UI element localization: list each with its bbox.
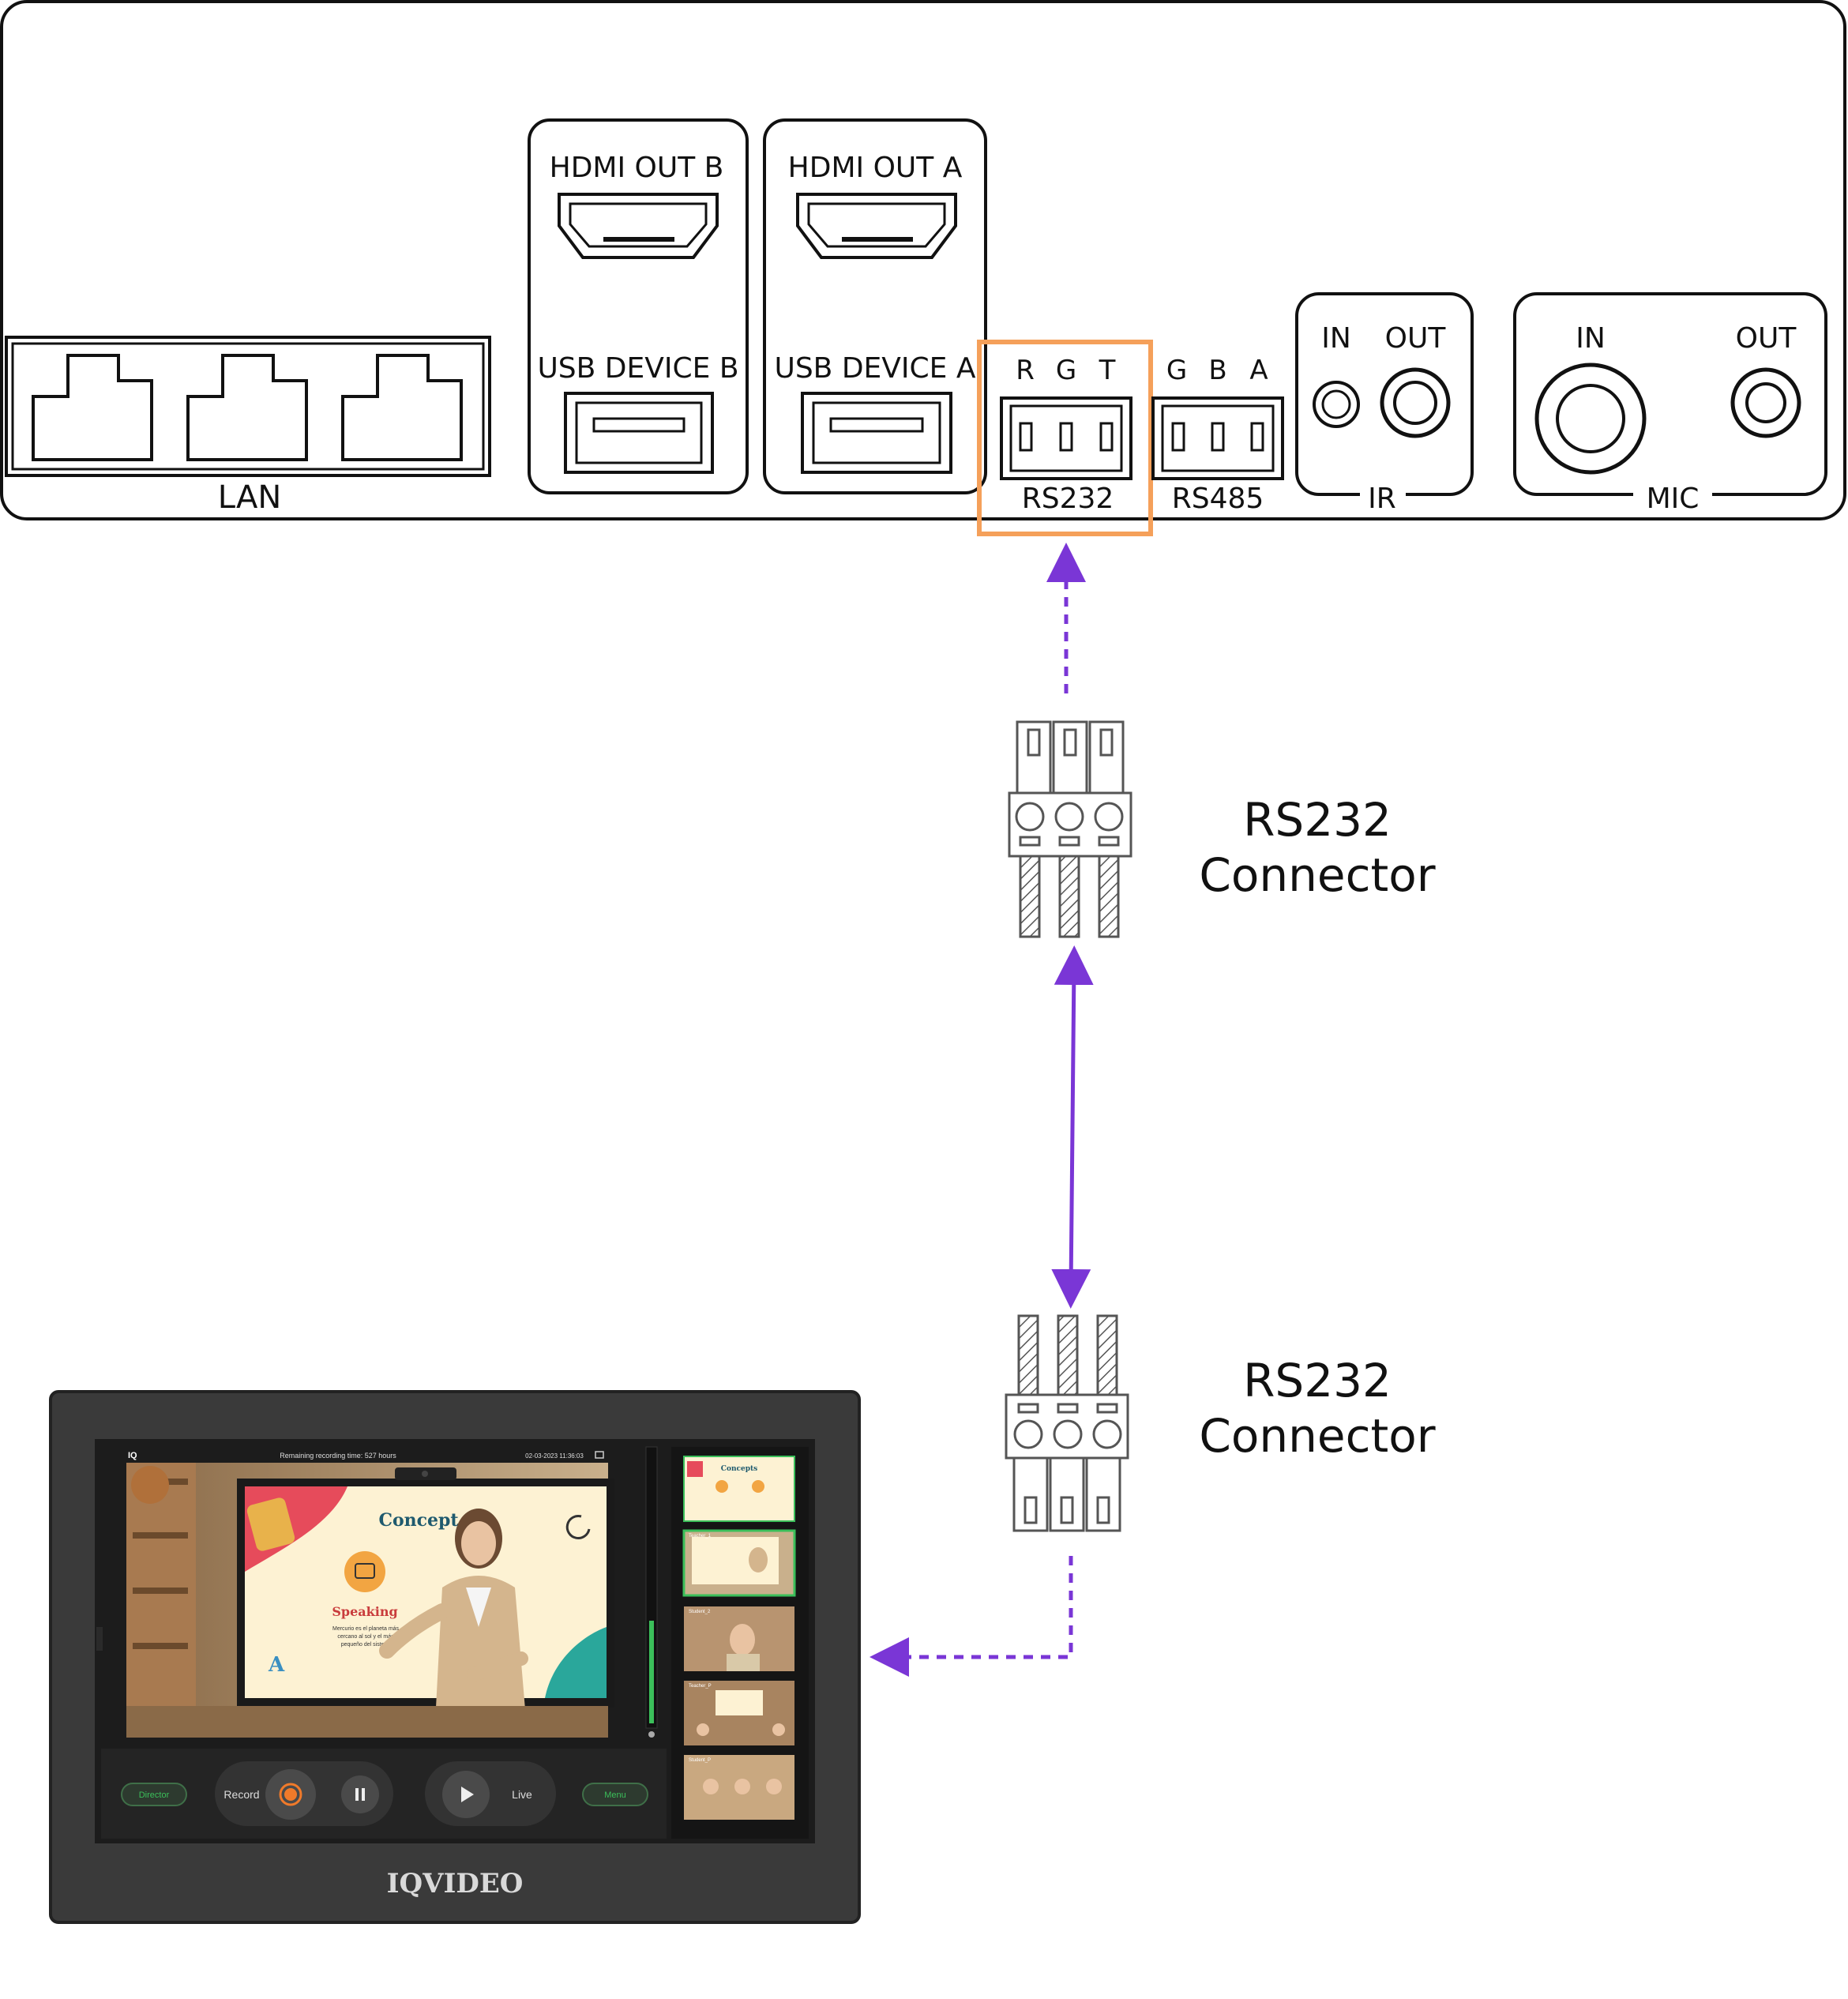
record-label: Record (223, 1788, 259, 1801)
mic-icon (648, 1731, 655, 1738)
live-label: Live (512, 1788, 532, 1801)
control-bar: Director Record Live Menu (101, 1749, 667, 1839)
hdmi-b-port-icon (558, 193, 719, 259)
thumb-3-label: Student_2 (689, 1610, 711, 1614)
ir-in-jack-icon (1313, 381, 1360, 428)
menu-button[interactable] (582, 1783, 648, 1806)
rs232-terminal: R G T RS232 (1000, 355, 1132, 515)
usb-b-port-icon (564, 392, 714, 474)
director-button[interactable] (121, 1783, 187, 1806)
mic-block: IN OUT MIC (1513, 292, 1827, 515)
rs232-connector-top: RS232 Connector (1008, 720, 1436, 938)
rs485-label: RS485 (1172, 483, 1264, 515)
hdmi-usb-a-block: HDMI OUT A USB DEVICE A (763, 118, 987, 494)
screen-logo: IQ (128, 1451, 137, 1460)
bottom-connector-label-line2: Connector (1199, 1409, 1435, 1463)
top-connector-label-line1: RS232 (1243, 793, 1392, 847)
slide-title: Concept (378, 1510, 459, 1531)
lan-label: LAN (218, 479, 282, 516)
rs232-pin-t: T (1099, 355, 1116, 386)
thumbnail-column: Concepts Teacher_1 Student_2 (671, 1447, 809, 1839)
control-tablet: IQ Remaining recording time: 527 hours 0… (49, 1390, 861, 1924)
rs485-terminal: G B A RS485 (1151, 355, 1284, 515)
brand-logo: IQVIDEO (387, 1868, 524, 1899)
lan-port-1 (32, 354, 153, 461)
rs232-highlight-box (977, 340, 1153, 536)
record-button[interactable] (265, 1769, 316, 1820)
side-collapse-handle[interactable] (96, 1627, 103, 1651)
mic-in-jack-icon (1534, 363, 1647, 475)
thumb-4[interactable]: Teacher_P (684, 1681, 794, 1745)
datetime-text: 02-03-2023 11:36:03 (525, 1452, 584, 1460)
lan-port-2 (186, 354, 308, 461)
mic-in-label: IN (1576, 322, 1606, 355)
ir-out-jack-icon (1380, 367, 1451, 438)
pause-button[interactable] (341, 1775, 379, 1813)
rs485-pin-a: A (1249, 355, 1268, 386)
rs232-pin-r: R (1016, 355, 1035, 386)
slide-text: Mercurio es el planeta más cercano al so… (332, 1626, 400, 1648)
hdmi-usb-b-block: HDMI OUT B USB DEVICE B (528, 118, 749, 494)
thumb-5-label: Student_P (689, 1758, 711, 1763)
thumb-5[interactable]: Student_P (684, 1755, 794, 1820)
play-button[interactable] (442, 1771, 490, 1818)
main-preview: Concept Speaking Mercurio es el planeta … (126, 1463, 614, 1738)
audio-level-meter (645, 1446, 658, 1738)
thumb-1[interactable]: Concepts (683, 1456, 795, 1522)
rs232-pin-g: G (1056, 355, 1076, 386)
play-icon (461, 1787, 474, 1802)
rs232-connector-bottom: RS232 Connector (1005, 1314, 1436, 1532)
rs485-pin-b: B (1208, 355, 1226, 386)
thumb-2[interactable]: Teacher_1 (682, 1529, 796, 1597)
lan-ports: LAN (5, 336, 491, 516)
screen-settings-icon[interactable] (595, 1451, 604, 1459)
svg-text:A: A (268, 1653, 285, 1677)
slide-subtitle: Speaking (332, 1604, 397, 1619)
mic-label: MIC (1647, 483, 1700, 515)
director-label: Director (139, 1790, 170, 1800)
rs232-label: RS232 (1022, 483, 1114, 515)
bottom-connector-label-line1: RS232 (1243, 1354, 1392, 1407)
rs485-pin-g: G (1166, 355, 1187, 386)
ir-label: IR (1368, 483, 1396, 515)
mic-out-label: OUT (1736, 322, 1797, 355)
usb-device-a-label: USB DEVICE A (774, 352, 975, 385)
hdmi-out-a-label: HDMI OUT A (788, 152, 963, 184)
hdmi-out-b-label: HDMI OUT B (550, 152, 724, 184)
ir-out-label: OUT (1385, 322, 1447, 355)
hdmi-a-port-icon (796, 193, 957, 259)
usb-a-port-icon (801, 392, 952, 474)
ir-in-label: IN (1321, 322, 1351, 355)
pause-icon (355, 1788, 359, 1801)
arrow-between-connectors (1051, 945, 1094, 1309)
remaining-time-text: Remaining recording time: 527 hours (280, 1452, 396, 1460)
arrow-connector-to-device (870, 1556, 1073, 1677)
top-connector-label-line2: Connector (1199, 848, 1435, 902)
thumb-4-label: Teacher_P (689, 1684, 712, 1689)
menu-label: Menu (604, 1790, 626, 1800)
ir-block: IN OUT IR (1295, 292, 1474, 515)
thumb-3[interactable]: Student_2 (684, 1606, 794, 1671)
device-back-panel: LAN HDMI OUT B USB DEVICE B HDMI OUT A (0, 0, 1846, 536)
thumb-1-label: Concepts (721, 1465, 757, 1473)
mic-out-jack-icon (1730, 367, 1801, 438)
usb-device-b-label: USB DEVICE B (537, 352, 738, 385)
thumb-2-label: Teacher_1 (689, 1534, 712, 1539)
lan-port-3 (341, 354, 463, 461)
